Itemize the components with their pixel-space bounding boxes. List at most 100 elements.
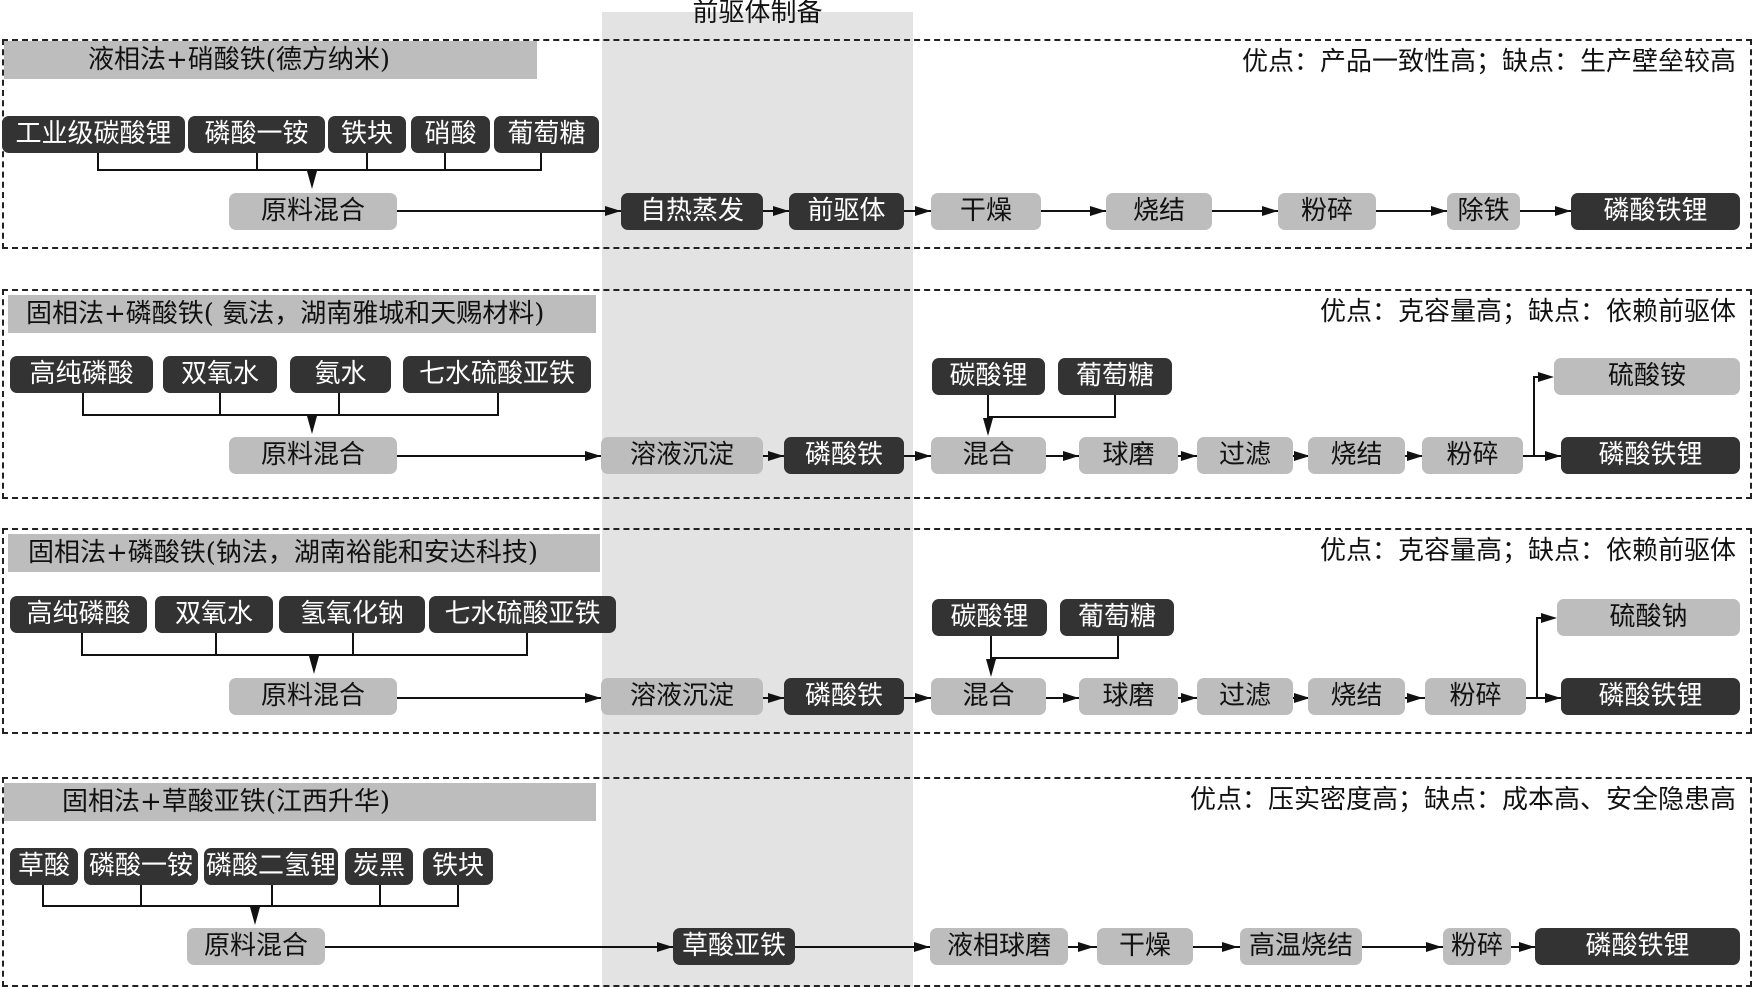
connector-line [988,416,1116,418]
arrow-right-icon [657,942,673,952]
process-node: 溶液沉淀 [601,437,763,474]
arrow-right-icon [1294,451,1310,461]
input-node: 高纯磷酸 [10,356,153,393]
input-node: 炭黑 [345,848,413,885]
mix-node: 原料混合 [229,437,397,474]
arrow-right-icon [1294,693,1310,703]
process-node: 粉碎 [1443,928,1511,965]
arrow-right-icon [914,942,930,952]
product-node: 磷酸铁锂 [1561,437,1740,474]
connector-line [540,153,542,170]
process-node: 烧结 [1106,193,1212,230]
connector-line [987,395,989,419]
connector-line [140,885,142,906]
process-node: 草酸亚铁 [673,928,795,965]
side-input-node: 碳酸锂 [932,599,1047,636]
connector-line [526,633,528,655]
arrow-right-icon [915,206,931,216]
pros-cons-note: 优点：压实密度高；缺点：成本高、安全隐患高 [1189,785,1736,815]
arrow-right-icon [605,206,621,216]
connector-line [1533,376,1535,456]
process-node: 磷酸铁 [784,678,904,715]
precursor-band [602,12,913,987]
connector-line [97,169,542,171]
arrow-right-icon [1181,693,1197,703]
input-node: 磷酸一铵 [84,848,198,885]
process-node: 粉碎 [1278,193,1376,230]
connector-line [444,153,446,170]
arrow-right-icon [773,206,789,216]
process-node: 干燥 [931,193,1041,230]
connector-line [338,393,340,415]
input-node: 磷酸二氢锂 [204,848,338,885]
section-title: 固相法+磷酸铁(钠法，湖南裕能和安达科技) [8,534,600,572]
byproduct-node: 硫酸钠 [1557,599,1740,636]
arrow-right-icon [1545,693,1561,703]
process-node: 前驱体 [789,193,904,230]
input-node: 硝酸 [411,116,490,153]
connector-line [457,885,459,906]
process-node: 干燥 [1097,928,1193,965]
byproduct-node: 硫酸铵 [1554,358,1740,395]
connector-line [215,633,217,655]
pros-cons-note: 优点：克容量高；缺点：依赖前驱体 [1319,536,1736,566]
process-node: 混合 [931,437,1046,474]
connector-line [81,633,83,655]
input-node: 铁块 [328,116,406,153]
connector-line [352,633,354,655]
side-input-node: 葡萄糖 [1060,599,1174,636]
connector-line [379,885,381,906]
process-node: 粉碎 [1422,437,1523,474]
arrow-right-icon [1538,372,1554,382]
mix-node: 原料混合 [229,193,397,230]
arrow-right-icon [915,693,931,703]
process-node: 过滤 [1197,678,1293,715]
input-node: 双氧水 [155,596,273,633]
arrow-down-icon [986,659,996,677]
connector-line [42,885,44,906]
connector-line [990,636,992,660]
process-node: 球磨 [1079,678,1178,715]
arrow-right-icon [1426,942,1442,952]
process-node: 烧结 [1308,678,1405,715]
arrow-right-icon [1407,451,1423,461]
arrow-right-icon [1431,206,1447,216]
process-node: 液相球磨 [930,928,1068,965]
connector-line [271,885,273,906]
connector-line [256,153,258,170]
section-title: 液相法+硝酸铁(德方纳米) [4,41,537,79]
arrow-right-icon [1063,693,1079,703]
input-node: 七水硫酸亚铁 [429,596,616,633]
process-node: 高温烧结 [1240,928,1362,965]
product-node: 磷酸铁锂 [1571,193,1740,230]
connector-line [1114,395,1116,417]
process-node: 溶液沉淀 [601,678,763,715]
arrow-right-icon [1222,942,1238,952]
process-node: 粉碎 [1425,678,1526,715]
input-node: 磷酸一铵 [188,116,325,153]
arrow-right-icon [1541,613,1557,623]
arrow-right-icon [1181,451,1197,461]
input-node: 高纯磷酸 [10,596,147,633]
arrow-right-icon [1262,206,1278,216]
precursor-band-title: 前驱体制备 [692,0,823,28]
connector-line [97,153,99,170]
input-node: 葡萄糖 [494,116,599,153]
arrow-right-icon [768,693,784,703]
connector-line [82,414,499,416]
mix-node: 原料混合 [229,678,397,715]
input-node: 铁块 [423,848,493,885]
connector-line [991,657,1119,659]
input-node: 氨水 [290,356,391,393]
input-node: 双氧水 [163,356,277,393]
pros-cons-note: 优点：产品一致性高；缺点：生产壁垒较高 [1241,47,1736,77]
arrow-right-icon [915,451,931,461]
arrow-right-icon [1078,942,1094,952]
process-node: 除铁 [1447,193,1520,230]
process-node: 磷酸铁 [784,437,904,474]
arrow-right-icon [1555,206,1571,216]
section-solid-phase-sodium: 固相法+磷酸铁(钠法，湖南裕能和安达科技) 优点：克容量高；缺点：依赖前驱体 [2,528,1752,734]
product-node: 磷酸铁锂 [1561,678,1740,715]
arrow-right-icon [1407,693,1423,703]
arrow-right-icon [585,451,601,461]
